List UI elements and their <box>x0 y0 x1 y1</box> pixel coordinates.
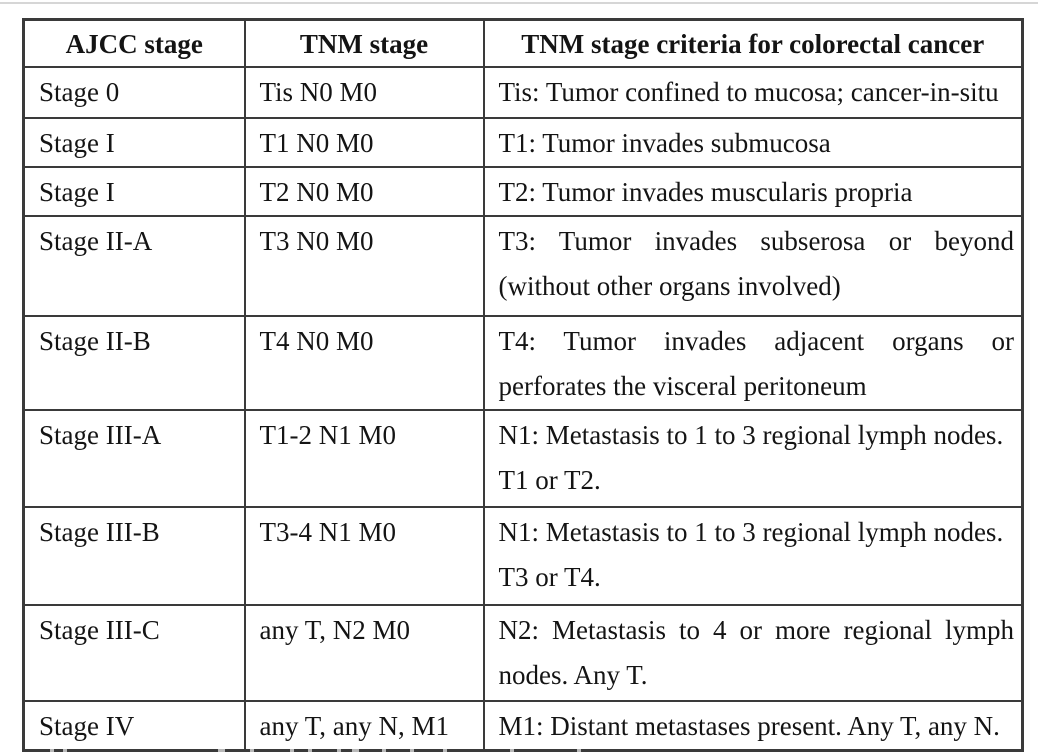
tnm-stage-cell: T2 N0 M0 <box>243 166 485 217</box>
tnm-stage-cell: T1-2 N1 M0 <box>243 409 485 508</box>
ajcc-tnm-staging-table: AJCC stage TNM stage TNM stage criteria … <box>22 18 1024 752</box>
tnm-stage-cell: any T, any N, M1 <box>243 700 485 752</box>
header-row: AJCC stage TNM stage TNM stage criteria … <box>22 18 1024 68</box>
table-row: Stage III-A T1-2 N1 M0 N1: Metastasis to… <box>22 409 1024 508</box>
criteria-line: nodes. Any T. <box>498 660 648 690</box>
ajcc-stage-cell: Stage III-A <box>22 409 246 508</box>
criteria-line: T4: Tumor invades adjacent organs or <box>498 326 1015 356</box>
ajcc-stage-cell: Stage 0 <box>22 66 246 119</box>
criteria-line: Tis: Tumor confined to mucosa; cancer-in… <box>498 77 999 107</box>
tnm-stage-cell: any T, N2 M0 <box>243 604 485 702</box>
criteria-cell: M1: Distant metastases present. Any T, a… <box>482 700 1024 752</box>
cropped-caption-fragments <box>0 747 1038 756</box>
criteria-cell: Tis: Tumor confined to mucosa; cancer-in… <box>482 66 1024 119</box>
ajcc-stage-cell: Stage II-A <box>22 215 246 317</box>
criteria-line: N1: Metastasis to 1 to 3 regional lymph … <box>498 517 1004 547</box>
ajcc-stage-cell: Stage III-C <box>22 604 246 702</box>
header-tnm-stage: TNM stage <box>243 18 485 68</box>
criteria-line: N2: Metastasis to 4 or more regional lym… <box>498 615 1015 645</box>
ajcc-stage-cell: Stage III-B <box>22 506 246 606</box>
header-criteria: TNM stage criteria for colorectal cancer <box>482 18 1024 68</box>
ajcc-stage-cell: Stage I <box>22 117 246 168</box>
tnm-stage-cell: T1 N0 M0 <box>243 117 485 168</box>
criteria-line: T2: Tumor invades muscularis propria <box>498 177 913 207</box>
ajcc-stage-cell: Stage I <box>22 166 246 217</box>
criteria-cell: N1: Metastasis to 1 to 3 regional lymph … <box>482 506 1024 606</box>
criteria-cell: T2: Tumor invades muscularis propria <box>482 166 1024 217</box>
tnm-stage-cell: T4 N0 M0 <box>243 315 485 411</box>
table-row: Stage II-B T4 N0 M0 T4: Tumor invades ad… <box>22 315 1024 411</box>
criteria-line: T1: Tumor invades submucosa <box>498 128 831 158</box>
criteria-line: N1: Metastasis to 1 to 3 regional lymph … <box>498 420 1004 450</box>
table-row: Stage III-C any T, N2 M0 N2: Metastasis … <box>22 604 1024 702</box>
criteria-line: M1: Distant metastases present. Any T, a… <box>498 711 1000 741</box>
tnm-stage-cell: T3-4 N1 M0 <box>243 506 485 606</box>
ajcc-stage-cell: Stage II-B <box>22 315 246 411</box>
table-row: Stage III-B T3-4 N1 M0 N1: Metastasis to… <box>22 506 1024 606</box>
criteria-line: T1 or T2. <box>498 465 601 495</box>
header-ajcc-stage: AJCC stage <box>22 18 246 68</box>
table-row: Stage IV any T, any N, M1 M1: Distant me… <box>22 700 1024 752</box>
tnm-stage-cell: T3 N0 M0 <box>243 215 485 317</box>
table-row: Stage 0 Tis N0 M0 Tis: Tumor confined to… <box>22 66 1024 119</box>
criteria-line: T3: Tumor invades subserosa or beyond <box>498 226 1015 256</box>
table-row: Stage I T1 N0 M0 T1: Tumor invades submu… <box>22 117 1024 168</box>
table-row: Stage I T2 N0 M0 T2: Tumor invades muscu… <box>22 166 1024 217</box>
criteria-line: T3 or T4. <box>498 562 601 592</box>
table-row: Stage II-A T3 N0 M0 T3: Tumor invades su… <box>22 215 1024 317</box>
ajcc-stage-cell: Stage IV <box>22 700 246 752</box>
criteria-cell: N1: Metastasis to 1 to 3 regional lymph … <box>482 409 1024 508</box>
criteria-cell: T4: Tumor invades adjacent organs or per… <box>482 315 1024 411</box>
tnm-stage-cell: Tis N0 M0 <box>243 66 485 119</box>
criteria-cell: T3: Tumor invades subserosa or beyond (w… <box>482 215 1024 317</box>
criteria-cell: T1: Tumor invades submucosa <box>482 117 1024 168</box>
criteria-line: (without other organs involved) <box>498 271 841 301</box>
criteria-line: perforates the visceral peritoneum <box>498 371 867 401</box>
criteria-cell: N2: Metastasis to 4 or more regional lym… <box>482 604 1024 702</box>
page-top-rule <box>0 2 1038 4</box>
